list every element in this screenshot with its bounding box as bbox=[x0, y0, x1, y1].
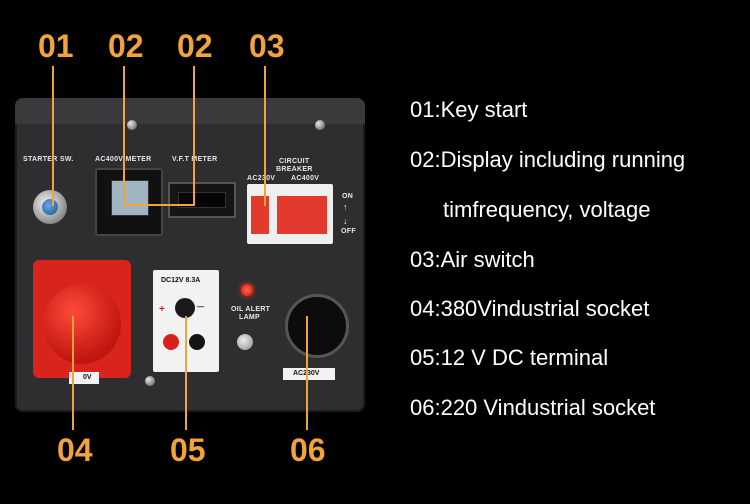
dc-plus-label: + bbox=[159, 304, 165, 315]
starter-switch-label: STARTER SW. bbox=[23, 156, 74, 163]
callout-05: 05 bbox=[170, 432, 206, 468]
ground-icon bbox=[237, 334, 253, 350]
leader-06 bbox=[306, 316, 308, 430]
breaker-ac230-label: AC230V bbox=[247, 175, 276, 182]
screw bbox=[145, 376, 155, 386]
arrow-down-icon: ↓ bbox=[343, 216, 348, 226]
dc-rating-label: DC12V 8.3A bbox=[161, 277, 201, 284]
leader-01 bbox=[52, 66, 54, 206]
feature-380v-socket: 04:380Vindustrial socket bbox=[410, 296, 650, 321]
callout-03: 03 bbox=[249, 28, 285, 64]
dc-fuse[interactable] bbox=[175, 298, 195, 318]
breaker-title-1: CIRCUIT bbox=[279, 158, 310, 165]
feature-key-start: 01:Key start bbox=[410, 97, 528, 122]
leader-02a bbox=[123, 66, 125, 206]
breaker-title-2: BREAKER bbox=[276, 166, 313, 173]
leader-04 bbox=[72, 316, 74, 430]
callout-01: 01 bbox=[38, 28, 74, 64]
breaker-ac400-label: AC400V bbox=[291, 175, 320, 182]
oil-alert-lamp bbox=[241, 284, 253, 296]
panel-top-rim bbox=[15, 98, 365, 124]
ac400-digital-meter bbox=[95, 168, 163, 236]
circuit-breaker-housing bbox=[247, 184, 333, 244]
leader-02a-horizontal bbox=[123, 204, 195, 206]
socket-400v-plate: 0V bbox=[69, 372, 99, 384]
socket-230v-plate: AC230V bbox=[283, 368, 335, 380]
off-label: OFF bbox=[341, 228, 356, 235]
callout-02-display: 02 bbox=[108, 28, 144, 64]
oil-alert-label-2: LAMP bbox=[239, 314, 261, 321]
feature-display: 02:Display including running bbox=[410, 147, 686, 172]
vft-meter bbox=[168, 182, 236, 218]
dc-positive-terminal[interactable] bbox=[163, 334, 179, 350]
socket-400v-cap bbox=[43, 284, 121, 364]
key-switch-icon bbox=[42, 199, 58, 215]
meter-display bbox=[111, 180, 149, 216]
dc-terminal-plate: DC12V 8.3A + — bbox=[153, 270, 219, 372]
screw bbox=[315, 120, 325, 130]
socket-400v-label: 0V bbox=[83, 374, 92, 381]
breaker-230-toggle[interactable] bbox=[251, 196, 269, 234]
oil-alert-label-1: OIL ALERT bbox=[231, 306, 271, 313]
feature-220v-socket: 06:220 Vindustrial socket bbox=[410, 395, 656, 420]
feature-display-cont: timfrequency, voltage bbox=[443, 197, 651, 222]
key-switch[interactable] bbox=[33, 190, 67, 224]
callout-02-vft: 02 bbox=[177, 28, 213, 64]
feature-air-switch: 03:Air switch bbox=[410, 247, 535, 272]
dc-minus-label: — bbox=[197, 304, 204, 311]
on-label: ON bbox=[342, 193, 354, 200]
feature-12v-dc: 05:12 V DC terminal bbox=[410, 345, 609, 370]
socket-230v[interactable] bbox=[285, 294, 349, 358]
dc-negative-terminal[interactable] bbox=[189, 334, 205, 350]
leader-02b bbox=[193, 66, 195, 206]
socket-400v[interactable] bbox=[33, 260, 131, 378]
leader-03 bbox=[264, 66, 266, 206]
screw bbox=[127, 120, 137, 130]
callout-04: 04 bbox=[57, 432, 93, 468]
arrow-up-icon: ↑ bbox=[343, 202, 348, 212]
leader-05 bbox=[185, 316, 187, 430]
generator-control-panel: STARTER SW. AC400V METER V.F.T METER CIR… bbox=[15, 98, 365, 412]
callout-06: 06 bbox=[290, 432, 326, 468]
breaker-400-toggle[interactable] bbox=[277, 196, 327, 234]
